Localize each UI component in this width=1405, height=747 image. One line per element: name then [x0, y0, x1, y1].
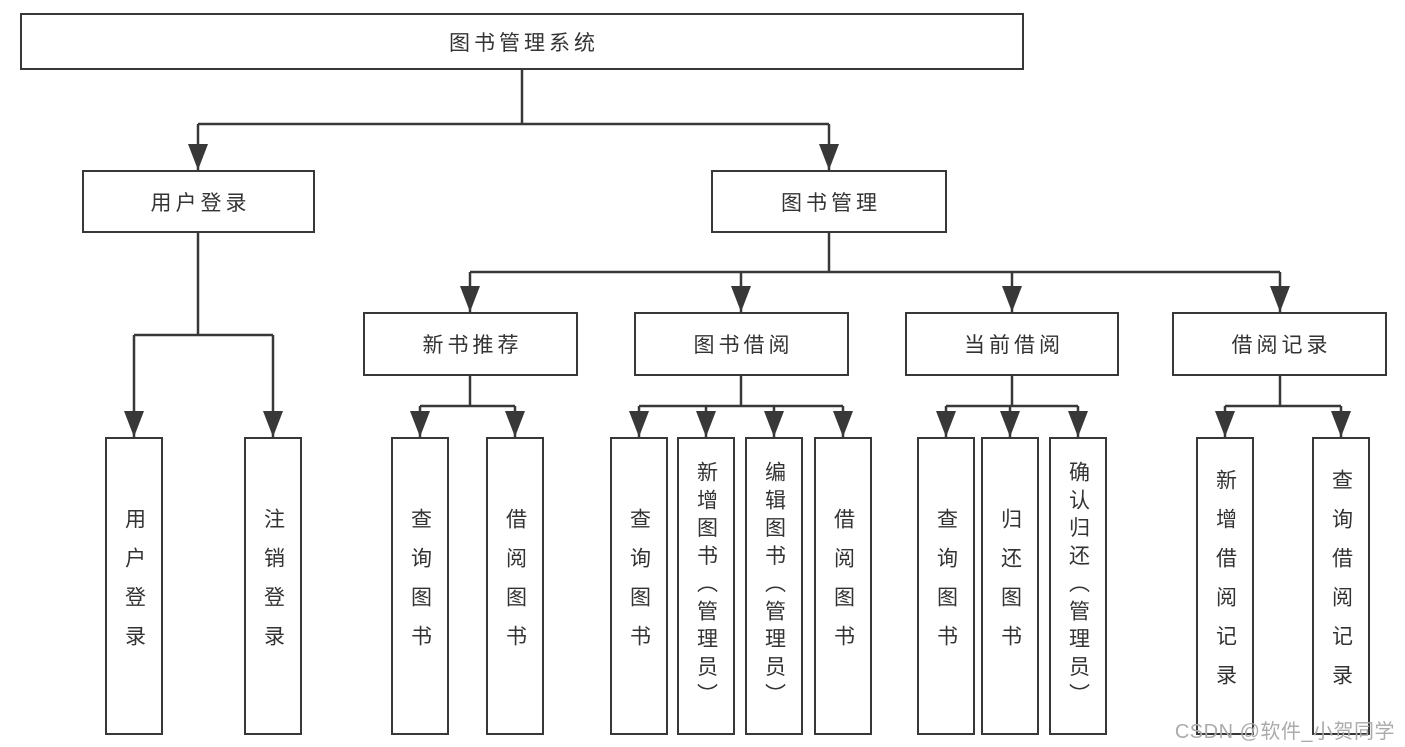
leaf-confirm-return-admin: 确认归还（管理员）: [1049, 437, 1107, 735]
leaf-edit-book-admin: 编辑图书（管理员）: [745, 437, 803, 735]
node-root: 图书管理系统: [20, 13, 1024, 70]
leaf-borrow-book: 借阅图书: [814, 437, 872, 735]
leaf-user-login: 用户登录: [105, 437, 163, 735]
leaf-recommend-borrow-book: 借阅图书: [486, 437, 544, 735]
node-section-book-borrow: 图书借阅: [634, 312, 849, 376]
node-section-borrow-record: 借阅记录: [1172, 312, 1387, 376]
node-book-management: 图书管理: [711, 170, 947, 233]
leaf-query-borrow-record: 查询借阅记录: [1312, 437, 1370, 735]
watermark-text: CSDN @软件_小贺同学: [1174, 721, 1395, 743]
leaf-borrow-query-book: 查询图书: [610, 437, 668, 735]
leaf-add-borrow-record: 新增借阅记录: [1196, 437, 1254, 735]
leaf-logout: 注销登录: [244, 437, 302, 735]
leaf-current-query-book: 查询图书: [917, 437, 975, 735]
node-user-login: 用户登录: [82, 170, 315, 233]
leaf-return-book: 归还图书: [981, 437, 1039, 735]
leaf-add-book-admin: 新增图书（管理员）: [677, 437, 735, 735]
node-section-new-book-recommend: 新书推荐: [363, 312, 578, 376]
leaf-recommend-query-book: 查询图书: [391, 437, 449, 735]
node-section-current-borrow: 当前借阅: [905, 312, 1119, 376]
